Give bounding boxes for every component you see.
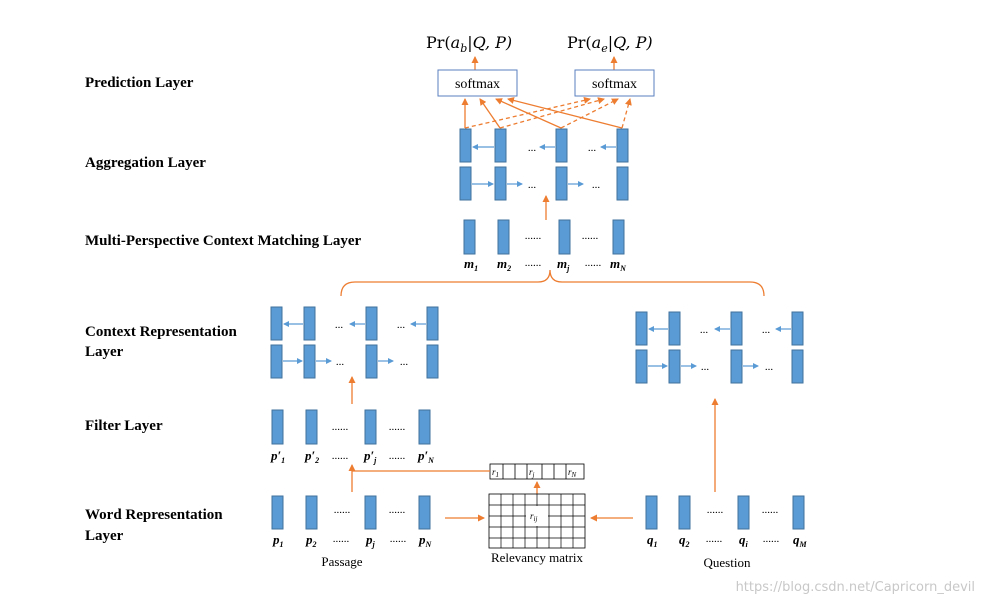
softmax-label-begin: softmax <box>455 77 500 92</box>
word-layer-label-line2: Layer <box>85 528 124 544</box>
svg-text:......: ...... <box>525 257 542 269</box>
aggregation-dots-bottom: ... <box>528 179 537 191</box>
svg-text:......: ...... <box>333 533 350 545</box>
aggregation-dots-bottom-2: ... <box>592 179 601 191</box>
question-context-dots-3: ... <box>701 361 710 373</box>
passage-context-dots-2: ... <box>397 319 406 331</box>
passage-word-dots-2: ...... <box>389 504 406 516</box>
question-word-dots-1: ...... <box>707 504 724 516</box>
svg-text:......: ...... <box>390 533 407 545</box>
svg-text:pj: pj <box>365 532 376 549</box>
svg-text:......: ...... <box>332 450 349 462</box>
matching-layer-label: Multi-Perspective Context Matching Layer <box>85 233 362 249</box>
svg-text:q2: q2 <box>679 532 690 549</box>
softmax-box-end <box>574 69 655 97</box>
watermark: https://blog.csdn.net/Capricorn_devil <box>736 580 975 595</box>
svg-text:......: ...... <box>706 533 723 545</box>
passage-context-dots-4: ... <box>400 356 409 368</box>
softmax-label-end: softmax <box>592 77 637 92</box>
aggregation-layer-label: Aggregation Layer <box>85 155 206 171</box>
matching-brace <box>340 269 765 297</box>
matching-dots-1: ...... <box>525 230 542 242</box>
filter-layer-bars <box>271 409 431 445</box>
svg-text:p′2: p′2 <box>304 448 319 465</box>
aggregation-layer-bars <box>459 128 629 201</box>
question-context-bars <box>635 311 804 384</box>
passage-context-bars <box>270 306 439 379</box>
svg-text:......: ...... <box>763 533 780 545</box>
question-caption: Question <box>704 555 751 570</box>
svg-text:p′1: p′1 <box>270 448 285 465</box>
aggregation-layer-arrows <box>472 144 616 187</box>
filter-dots-1: ...... <box>332 421 349 433</box>
svg-text:r1: r1 <box>492 467 499 479</box>
svg-text:p2: p2 <box>305 532 317 549</box>
aggregation-to-softmax-arrows <box>461 96 632 129</box>
question-context-dots-1: ... <box>700 324 709 336</box>
matching-layer-bars <box>463 219 625 255</box>
question-context-arrows <box>648 326 791 369</box>
svg-text:m2: m2 <box>497 256 511 273</box>
question-word-bars <box>645 495 805 530</box>
end-probability: Pr(ae|Q, P) <box>567 33 653 55</box>
filter-vector-labels: p′1 p′2 ...... p′j ...... p′N <box>270 448 435 465</box>
passage-context-arrows <box>283 321 426 364</box>
question-context-dots-4: ... <box>765 361 774 373</box>
passage-caption: Passage <box>321 554 362 569</box>
aggregation-dots-top: ... <box>528 142 537 154</box>
aggregation-dots-top-2: ... <box>588 142 597 154</box>
svg-text:q1: q1 <box>647 532 658 549</box>
matching-dots-2: ...... <box>582 230 599 242</box>
svg-text:rN: rN <box>568 467 577 479</box>
relevancy-matrix-caption: Relevancy matrix <box>491 550 584 565</box>
begin-probability: Pr(ab|Q, P) <box>426 33 512 55</box>
relevancy-vector: r1 rj rN <box>489 463 585 480</box>
svg-text:qi: qi <box>739 532 749 549</box>
context-layer-label-line2: Layer <box>85 344 124 360</box>
question-context-dots-2: ... <box>762 324 771 336</box>
svg-text:rij: rij <box>530 511 537 523</box>
question-word-dots-2: ...... <box>762 504 779 516</box>
svg-text:m1: m1 <box>464 256 478 273</box>
svg-text:p′j: p′j <box>363 448 377 465</box>
question-vector-labels: q1 q2 ...... qi ...... qM <box>647 532 808 549</box>
svg-text:......: ...... <box>389 450 406 462</box>
matching-vector-labels: m1 m2 ...... mj ...... mN <box>464 256 627 273</box>
relevancy-matrix: rij <box>488 493 586 549</box>
svg-text:......: ...... <box>585 257 602 269</box>
filter-layer-label: Filter Layer <box>85 418 163 434</box>
svg-text:qM: qM <box>793 532 808 549</box>
filter-dots-2: ...... <box>389 421 406 433</box>
context-layer-label-line1: Context Representation <box>85 324 237 340</box>
svg-text:p1: p1 <box>272 532 284 549</box>
passage-vector-labels: p1 p2 ...... pj ...... pN <box>272 532 433 549</box>
word-layer-label-line1: Word Representation <box>85 507 223 523</box>
svg-text:rj: rj <box>529 467 535 479</box>
svg-text:p′N: p′N <box>417 448 435 465</box>
passage-context-dots-3: ... <box>336 356 345 368</box>
svg-text:mj: mj <box>557 256 570 273</box>
passage-word-dots-1: ...... <box>334 504 351 516</box>
svg-text:pN: pN <box>418 532 433 549</box>
prediction-layer-label: Prediction Layer <box>85 75 194 91</box>
passage-context-dots-1: ... <box>335 319 344 331</box>
svg-text:mN: mN <box>610 256 627 273</box>
softmax-box-begin <box>437 69 518 97</box>
passage-word-bars <box>271 495 431 530</box>
